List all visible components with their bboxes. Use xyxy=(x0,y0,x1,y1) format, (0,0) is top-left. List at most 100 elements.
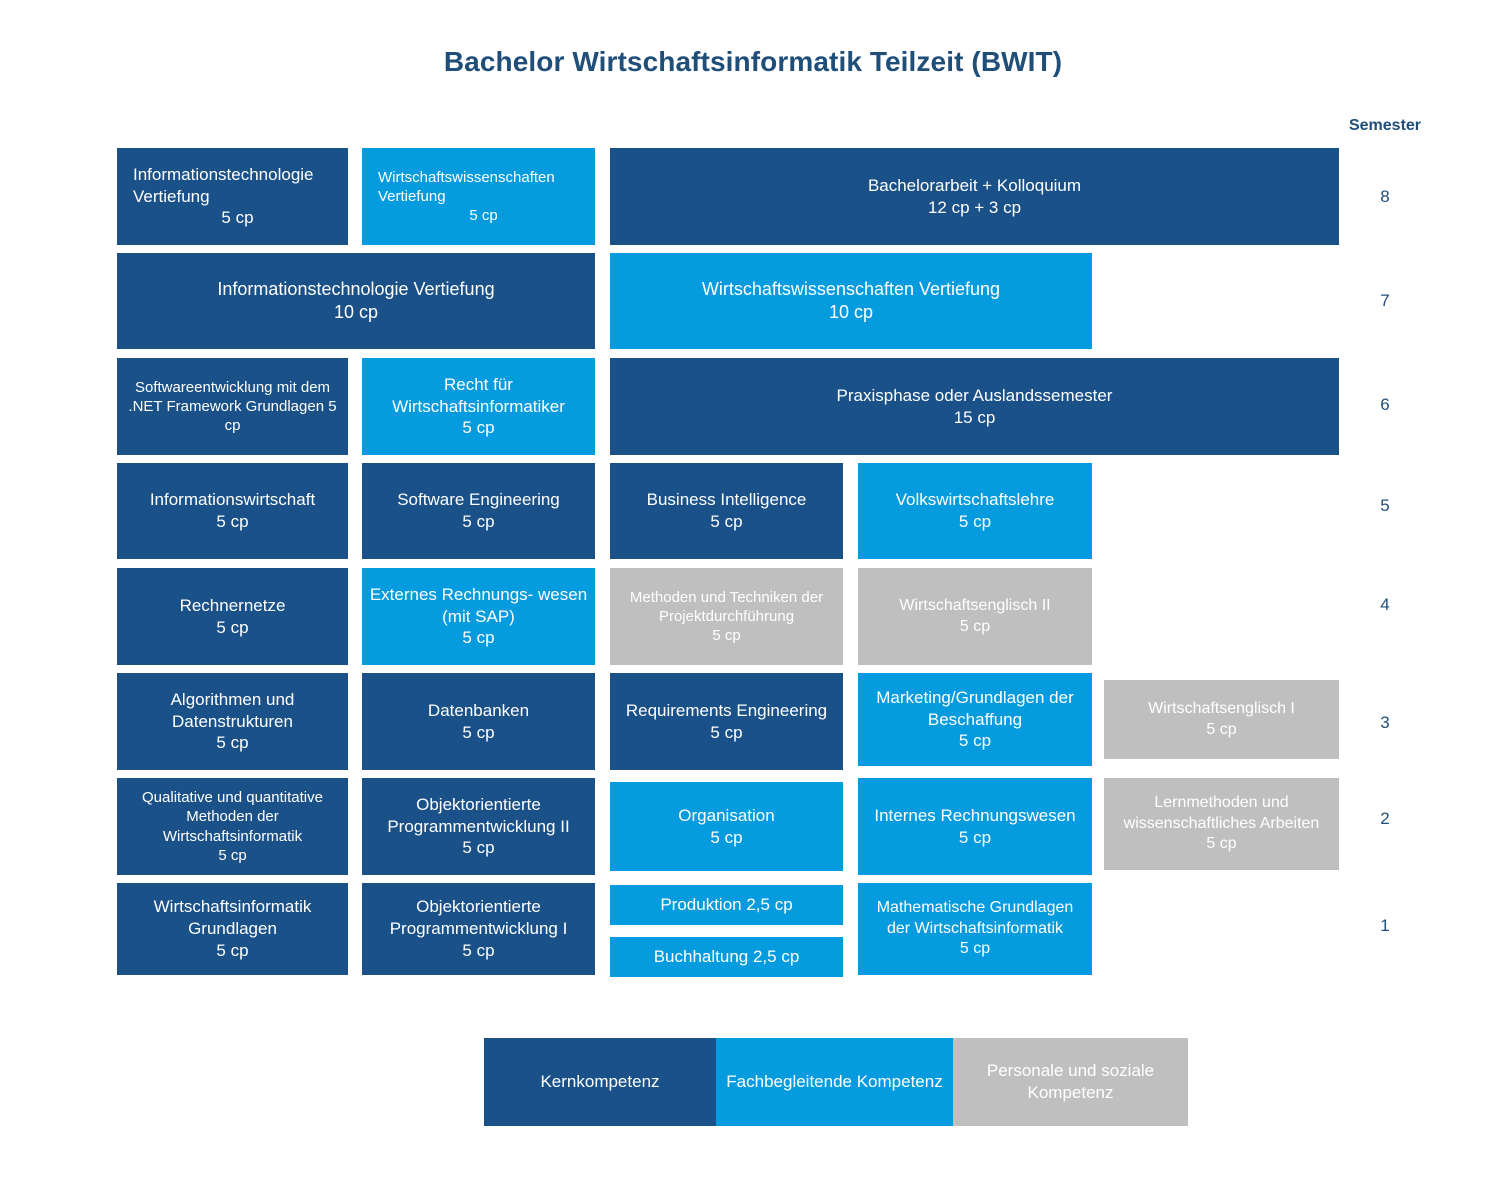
module-title: Praxisphase oder Auslandssemester xyxy=(836,385,1113,405)
semester-label-1: 1 xyxy=(1380,916,1390,935)
semester-label-5: 5 xyxy=(1380,496,1390,515)
module-box[interactable]: Software Engineering 5 cp xyxy=(362,463,595,559)
module-title: Wirtschaftsinformatik Grundlagen xyxy=(153,897,312,939)
module-cp: 5 cp xyxy=(462,418,495,438)
module-cp: 5 cp xyxy=(710,827,743,847)
module-title: Datenbanken xyxy=(427,700,530,720)
module-cp: 5 cp xyxy=(216,733,249,753)
module-cp: 5 cp xyxy=(218,846,247,864)
module-box[interactable]: Wirtschaftsinformatik Grundlagen 5 cp xyxy=(117,883,348,975)
module-box[interactable]: Business Intelligence 5 cp xyxy=(610,463,843,559)
module-cp: 5 cp xyxy=(1206,720,1237,738)
module-grid: Informationstechnologie Vertiefung 5 cp … xyxy=(117,148,1339,977)
module-cp: 5 cp xyxy=(462,512,495,531)
module-title: Externes Rechnungs- wesen (mit SAP) xyxy=(369,584,588,626)
module-cp: 5 cp xyxy=(958,731,992,751)
module-box[interactable]: Lernmethoden und wissenschaftliches Arbe… xyxy=(1104,778,1339,870)
module-box[interactable]: Bachelorarbeit + Kolloquium 12 cp + 3 cp xyxy=(610,148,1339,245)
module-title: Wirtschaftswissenschaften Vertiefung xyxy=(378,168,555,205)
module-title: Informationswirtschaft xyxy=(149,490,316,510)
module-box[interactable]: Buchhaltung 2,5 cp xyxy=(610,937,843,977)
module-box[interactable]: Informationstechnologie Vertiefung 10 cp xyxy=(117,253,595,349)
module-title: Informationstechnologie Vertiefung xyxy=(217,278,495,299)
module-title: Requirements Engineering xyxy=(625,700,828,720)
module-box[interactable]: Wirtschaftswissenschaften Vertiefung 10 … xyxy=(610,253,1092,349)
module-title: Softwareentwicklung mit dem .NET Framewo… xyxy=(128,378,337,435)
module-cp: 5 cp xyxy=(462,940,495,960)
module-box[interactable]: Volkswirtschaftslehre 5 cp xyxy=(858,463,1092,559)
module-box[interactable]: Wirtschaftsenglisch I 5 cp xyxy=(1104,680,1339,759)
module-title: Bachelorarbeit + Kolloquium xyxy=(867,175,1082,195)
module-box[interactable]: Organisation 5 cp xyxy=(610,782,843,871)
module-cp: 5 cp xyxy=(462,722,495,742)
module-title: Methoden und Techniken der Projektdurchf… xyxy=(629,588,824,625)
module-cp: 5 cp xyxy=(710,512,743,531)
legend-item-social[interactable]: Personale und soziale Kompetenz xyxy=(953,1038,1188,1126)
module-box[interactable]: Qualitative und quantitative Methoden de… xyxy=(117,778,348,875)
module-cp: 5 cp xyxy=(216,512,249,531)
module-box[interactable]: Wirtschaftsenglisch II 5 cp xyxy=(858,568,1092,665)
module-cp: 10 cp xyxy=(333,302,379,322)
module-title: Wirtschaftswissenschaften Vertiefung xyxy=(701,278,1001,299)
module-box[interactable]: Objektorientierte Programmentwicklung I … xyxy=(362,883,595,975)
module-box[interactable]: Informationstechnologie Vertiefung 5 cp xyxy=(117,148,348,245)
module-box[interactable]: Produktion 2,5 cp xyxy=(610,885,843,925)
module-box[interactable]: Informationswirtschaft 5 cp xyxy=(117,463,348,559)
module-title: Buchhaltung 2,5 cp xyxy=(653,947,800,967)
module-box[interactable]: Externes Rechnungs- wesen (mit SAP) 5 cp xyxy=(362,568,595,665)
module-box[interactable]: Objektorientierte Programmentwicklung II… xyxy=(362,778,595,875)
module-title: Software Engineering xyxy=(397,490,560,510)
legend-label: Fachbegleitende Kompetenz xyxy=(726,1071,943,1091)
module-title: Informationstechnologie Vertiefung xyxy=(133,164,314,206)
legend-item-accompanying[interactable]: Fachbegleitende Kompetenz xyxy=(716,1038,953,1126)
module-box[interactable]: Requirements Engineering 5 cp xyxy=(610,673,843,770)
semester-column-header: Semester xyxy=(1348,117,1422,134)
module-title: Objektorientierte Programmentwicklung II xyxy=(387,794,570,836)
module-cp: 10 cp xyxy=(828,302,874,322)
module-title: Qualitative und quantitative Methoden de… xyxy=(142,789,323,845)
module-box[interactable]: Internes Rechnungswesen 5 cp xyxy=(858,778,1092,875)
legend-item-core[interactable]: Kernkompetenz xyxy=(484,1038,716,1126)
module-cp: 5 cp xyxy=(216,617,249,637)
module-box[interactable]: Marketing/Grundlagen der Beschaffung 5 c… xyxy=(858,673,1092,766)
module-box[interactable]: Wirtschaftswissenschaften Vertiefung 5 c… xyxy=(362,148,595,245)
module-title: Wirtschaftsenglisch I xyxy=(1148,700,1295,718)
module-box[interactable]: Mathematische Grundlagen der Wirtschafts… xyxy=(858,883,1092,975)
module-box[interactable]: Algorithmen und Datenstrukturen 5 cp xyxy=(117,673,348,770)
module-cp: 5 cp xyxy=(1206,835,1237,853)
module-cp: 5 cp xyxy=(462,838,495,858)
module-cp: 5 cp xyxy=(712,627,741,645)
module-title: Algorithmen und Datenstrukturen xyxy=(170,689,295,731)
legend: Kernkompetenz Fachbegleitende Kompetenz … xyxy=(484,1038,1188,1126)
module-title: Marketing/Grundlagen der Beschaffung xyxy=(876,687,1074,729)
module-box[interactable]: Methoden und Techniken der Projektdurchf… xyxy=(610,568,843,665)
module-cp: 5 cp xyxy=(216,940,249,960)
module-title: Organisation xyxy=(678,805,775,825)
module-cp: 5 cp xyxy=(710,722,743,742)
module-title: Recht für Wirtschaftsinformatiker xyxy=(392,374,565,416)
module-box[interactable]: Praxisphase oder Auslandssemester 15 cp xyxy=(610,358,1339,455)
module-cp: 5 cp xyxy=(221,208,254,228)
page-title: Bachelor Wirtschaftsinformatik Teilzeit … xyxy=(443,46,1063,77)
semester-label-8: 8 xyxy=(1380,187,1390,206)
module-cp: 5 cp xyxy=(958,827,992,847)
module-box[interactable]: Datenbanken 5 cp xyxy=(362,673,595,770)
module-cp: 5 cp xyxy=(469,207,498,225)
semester-label-4: 4 xyxy=(1380,595,1390,614)
semester-label-2: 2 xyxy=(1380,809,1390,828)
module-box[interactable]: Recht für Wirtschaftsinformatiker 5 cp xyxy=(362,358,595,455)
module-box[interactable]: Rechnernetze 5 cp xyxy=(117,568,348,665)
module-cp: 15 cp xyxy=(953,407,996,427)
module-title: Produktion 2,5 cp xyxy=(660,895,793,915)
module-cp: 5 cp xyxy=(958,512,992,531)
module-title: Objektorientierte Programmentwicklung I xyxy=(389,897,568,939)
module-cp: 12 cp + 3 cp xyxy=(927,197,1022,217)
module-title: Rechnernetze xyxy=(179,595,286,615)
module-cp: 5 cp xyxy=(959,617,991,635)
semester-label-6: 6 xyxy=(1380,395,1390,414)
semester-label-7: 7 xyxy=(1380,291,1390,310)
module-box[interactable]: Softwareentwicklung mit dem .NET Framewo… xyxy=(117,358,348,455)
module-cp: 5 cp xyxy=(959,940,991,958)
module-title: Internes Rechnungswesen xyxy=(874,805,1076,825)
